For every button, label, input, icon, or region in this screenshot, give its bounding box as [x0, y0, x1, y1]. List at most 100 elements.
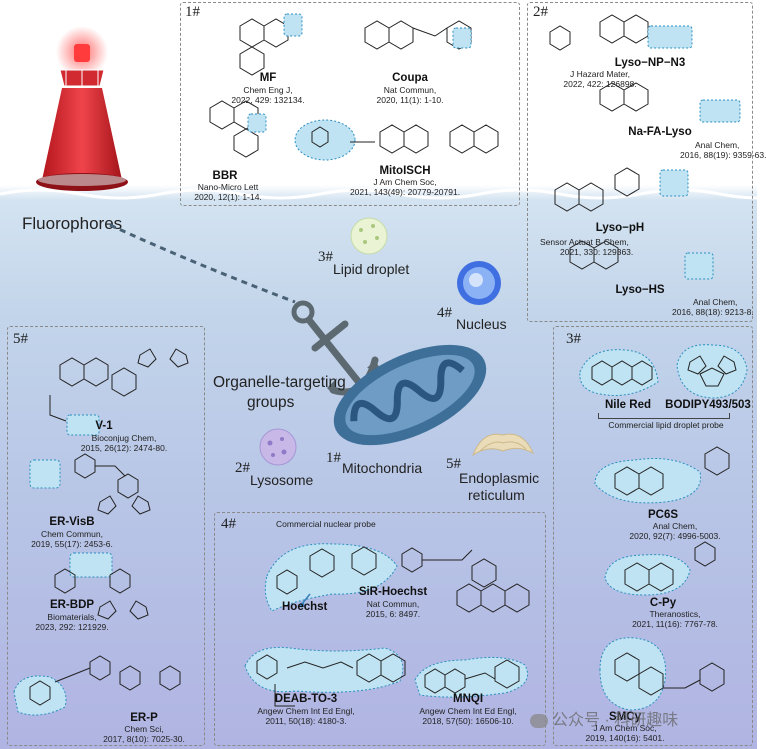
c-py-structure: [604, 541, 716, 596]
er-p-structure: [13, 655, 181, 716]
na-fa-lyso-name: Na-FA-Lyso: [628, 126, 692, 138]
mnqi-ref-2: 2018, 57(50): 16506-10.: [422, 716, 514, 726]
mitoisch-ref-1: J Am Chem Soc,: [373, 177, 437, 187]
box2-num: 2#: [533, 4, 548, 20]
coupa-ref-2: 2020, 11(1): 1-10.: [376, 95, 444, 105]
bodipy-name: BODIPY493/503: [665, 399, 751, 411]
er-label-1: Endoplasmic: [459, 470, 540, 486]
coupa-ref-1: Nat Commun,: [383, 85, 437, 95]
v-1-ref-1: Bioconjug Chem,: [91, 433, 157, 443]
lipid-droplet-icon: [350, 217, 388, 255]
fluorophores-label: Fluorophores: [22, 214, 123, 233]
mf-ref-2: 2022, 429: 132134.: [231, 95, 305, 105]
pc6s-name: PC6S: [647, 509, 679, 521]
box-er-probes: [7, 326, 205, 746]
lyso-num: 2#: [235, 460, 250, 476]
buoy-icon: [36, 26, 128, 191]
c-py-ref-2: 2021, 11(16): 7767-78.: [632, 619, 718, 629]
mnqi-structure: [414, 656, 528, 698]
sir-hoechst-name: SiR-Hoechst: [358, 586, 428, 598]
mf-ref-1: Chem Eng J,: [243, 85, 293, 95]
er-num: 5#: [446, 456, 461, 472]
commercial-nuclear-label: Commercial nuclear probe: [276, 519, 376, 529]
hoechst-structure: [264, 543, 530, 613]
watermark-text: 公众号 · 科研趣味: [552, 712, 679, 729]
lyso-np-n3-structure: [549, 14, 693, 51]
v-1-ref-2: 2015, 26(12): 2474-80.: [80, 443, 168, 453]
lyso-np-n3-ref-1: J Hazard Mater,: [570, 69, 630, 79]
box1-num: 1#: [185, 4, 200, 20]
er-visb-name: ER-VisB: [49, 516, 95, 528]
commercial-lipid-bracket: [598, 413, 730, 419]
mnqi-name: MNQI: [452, 693, 484, 705]
commercial-lipid-label: Commercial lipid droplet probe: [608, 420, 724, 430]
wechat-icon: [530, 713, 548, 728]
er-p-ref-1: Chem Sci,: [124, 724, 164, 734]
er-visb-ref-1: Chem Commun,: [41, 529, 103, 539]
nucleus-num: 4#: [437, 305, 452, 321]
lyso-hs-ref-2: 2016, 88(18): 9213-8.: [672, 307, 754, 317]
lyso-hs-name: Lyso−HS: [615, 284, 665, 296]
smcy-ref-1: J Am Chem Soc,: [593, 723, 657, 733]
mitoisch-structure: [294, 119, 499, 161]
er-bdp-ref-2: 2023, 292: 121929.: [35, 622, 109, 632]
er-bdp-structure: [54, 552, 149, 620]
smcy-structure: [599, 637, 725, 711]
pc6s-structure: [594, 446, 730, 504]
box5-num: 5#: [13, 331, 28, 347]
center-label-line2: groups: [247, 394, 295, 411]
lyso-hs-structure: [569, 240, 714, 280]
er-visb-structure: [29, 453, 151, 515]
mitoisch-ref-2: 2021, 143(49): 20779-20791.: [349, 187, 461, 197]
box-lysosome-probes: [527, 2, 753, 322]
nile-red-structure: [579, 349, 659, 396]
er-p-ref-2: 2017, 8(10): 7025-30.: [103, 734, 185, 744]
bbr-ref-2: 2020, 12(1): 1-14.: [194, 192, 262, 202]
smcy-ref-2: 2019, 140(16): 5401.: [585, 733, 665, 743]
nile-red-name: Nile Red: [604, 399, 652, 411]
deab-to-3-structure: [244, 646, 406, 707]
mitochondria-icon: [333, 344, 487, 446]
mnqi-ref-1: Angew Chem Int Ed Engl,: [419, 706, 517, 716]
bodipy-structure: [676, 344, 748, 399]
center-label-line1: Organelle-targeting: [213, 374, 346, 391]
v-1-structure: [49, 348, 189, 436]
er-bdp-ref-1: Biomaterials,: [47, 612, 97, 622]
mf-name: MF: [259, 72, 277, 84]
lipid-label: Lipid droplet: [333, 261, 410, 277]
pc6s-ref-2: 2020, 92(7): 4996-5003.: [629, 531, 721, 541]
hoechst-name: Hoechst: [282, 601, 328, 613]
box-nucleus-probes: [214, 512, 546, 746]
lipid-num: 3#: [318, 249, 333, 265]
nucleus-icon: [457, 261, 501, 305]
lyso-ph-ref-2: 2021, 330: 129363.: [560, 247, 634, 257]
box-mitochondria-probes: [180, 2, 520, 206]
box3-num: 3#: [566, 331, 581, 347]
bbr-structure: [209, 100, 267, 158]
box4-num: 4#: [221, 516, 236, 532]
lyso-ph-name: Lyso−pH: [595, 222, 645, 234]
endoplasmic-reticulum-icon: [471, 433, 535, 457]
pc6s-ref-1: Anal Chem,: [652, 521, 698, 531]
smcy-name: SMCy: [609, 711, 641, 723]
deab-to-3-name: DEAB-TO-3: [274, 693, 338, 705]
lysosome-icon: [259, 428, 297, 466]
lyso-ph-structure: [554, 167, 689, 212]
lyso-hs-ref-1: Anal Chem,: [693, 297, 738, 307]
na-fa-lyso-structure: [599, 82, 741, 123]
na-fa-lyso-ref-1: Anal Chem,: [695, 140, 740, 150]
lyso-label: Lysosome: [250, 472, 314, 488]
er-label-2: reticulum: [468, 487, 525, 503]
chain-line: [109, 223, 296, 304]
sir-hoechst-ref-1: Nat Commun,: [366, 599, 420, 609]
na-fa-lyso-ref-2: 2016, 88(19): 9359-63.: [680, 150, 766, 160]
sir-hoechst-ref-2: 2015, 6: 8497.: [365, 609, 421, 619]
mito-label: Mitochondria: [342, 460, 423, 476]
bbr-name: BBR: [212, 170, 238, 182]
coupa-structure: [364, 20, 472, 50]
er-bdp-name: ER-BDP: [49, 599, 95, 611]
mito-num: 1#: [326, 450, 341, 466]
mitoisch-name: MitoISCH: [379, 165, 431, 177]
er-p-name: ER-P: [130, 712, 158, 724]
